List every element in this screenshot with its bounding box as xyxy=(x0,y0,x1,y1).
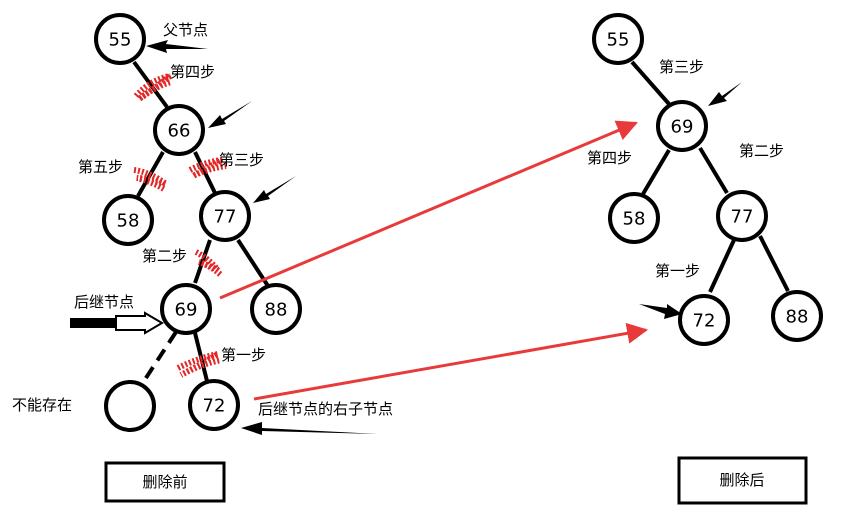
label-step3: 第三步 xyxy=(219,151,264,169)
scribble-step4 xyxy=(133,73,172,102)
edge-55-69 xyxy=(630,60,671,106)
node-69-successor: 69 xyxy=(160,283,212,335)
scribble-step1 xyxy=(176,351,222,378)
after-tree: 55 69 58 77 72 88 第三步 第四步 xyxy=(587,13,823,505)
after-node-58: 58 xyxy=(608,192,660,244)
after-label-step2: 第二步 xyxy=(739,142,784,160)
after-pointer-arrow-72 xyxy=(639,304,682,319)
after-node-77: 77 xyxy=(716,190,768,242)
after-label-step3: 第三步 xyxy=(659,58,704,76)
label-step2: 第二步 xyxy=(142,247,187,265)
pointer-arrow-parent xyxy=(146,40,208,53)
edge-69-77 xyxy=(698,146,729,195)
caption-before: 删除前 xyxy=(104,461,226,503)
node-72: 72 xyxy=(188,379,240,431)
edge-66-77 xyxy=(193,151,217,194)
after-node-88: 88 xyxy=(771,290,823,342)
edge-55-66 xyxy=(132,60,169,109)
label-parent: 父节点 xyxy=(163,21,208,39)
node-label: 77 xyxy=(731,207,754,228)
scribble-step5 xyxy=(133,167,168,192)
label-not-exist: 不能存在 xyxy=(12,396,72,414)
after-pointer-arrow-69 xyxy=(708,82,742,106)
edge-77-88 xyxy=(758,235,790,292)
caption-after: 删除后 xyxy=(677,456,808,505)
node-label: 72 xyxy=(693,311,716,332)
node-58: 58 xyxy=(102,194,154,246)
node-label: 69 xyxy=(671,117,694,138)
after-node-55: 55 xyxy=(592,13,644,65)
node-label: 88 xyxy=(786,307,809,328)
after-label-step1: 第一步 xyxy=(655,262,700,280)
before-tree: 55 66 58 77 69 88 72 xyxy=(12,13,393,503)
pointer-arrow-77 xyxy=(253,176,296,203)
label-step4: 第四步 xyxy=(170,63,215,81)
node-55: 55 xyxy=(94,13,146,65)
node-label: 58 xyxy=(117,211,140,232)
caption-after-text: 删除后 xyxy=(719,471,764,489)
caption-before-text: 删除前 xyxy=(142,473,187,491)
edge-69-58 xyxy=(641,148,671,196)
node-77: 77 xyxy=(199,190,251,242)
pointer-arrow-66 xyxy=(208,101,252,128)
node-label: 58 xyxy=(623,209,646,230)
node-label: 77 xyxy=(214,207,237,228)
label-successor: 后继节点 xyxy=(74,293,134,311)
node-66: 66 xyxy=(153,104,205,156)
label-step5: 第五步 xyxy=(78,158,123,176)
node-label: 55 xyxy=(109,30,132,51)
scribble-step2 xyxy=(194,249,224,278)
node-label: 55 xyxy=(607,30,630,51)
label-step1: 第一步 xyxy=(221,346,266,364)
red-arrow-72-move xyxy=(253,322,649,401)
node-label: 69 xyxy=(175,300,198,321)
node-label: 88 xyxy=(265,300,288,321)
after-node-72: 72 xyxy=(678,294,730,346)
after-label-step4: 第四步 xyxy=(587,149,632,167)
node-label: 66 xyxy=(168,121,191,142)
scribble-step3 xyxy=(188,157,227,179)
pointer-arrow-right-child xyxy=(241,422,378,435)
edge-77-72 xyxy=(708,239,736,293)
label-successor-right-child: 后继节点的右子节点 xyxy=(258,400,393,418)
node-label: 72 xyxy=(203,396,226,417)
pointer-arrow-successor xyxy=(70,311,164,335)
red-arrow-69-move xyxy=(219,120,638,300)
edge-69-missing xyxy=(140,330,178,386)
node-88: 88 xyxy=(250,283,302,335)
node-missing xyxy=(104,380,156,432)
after-node-69: 69 xyxy=(656,100,708,152)
